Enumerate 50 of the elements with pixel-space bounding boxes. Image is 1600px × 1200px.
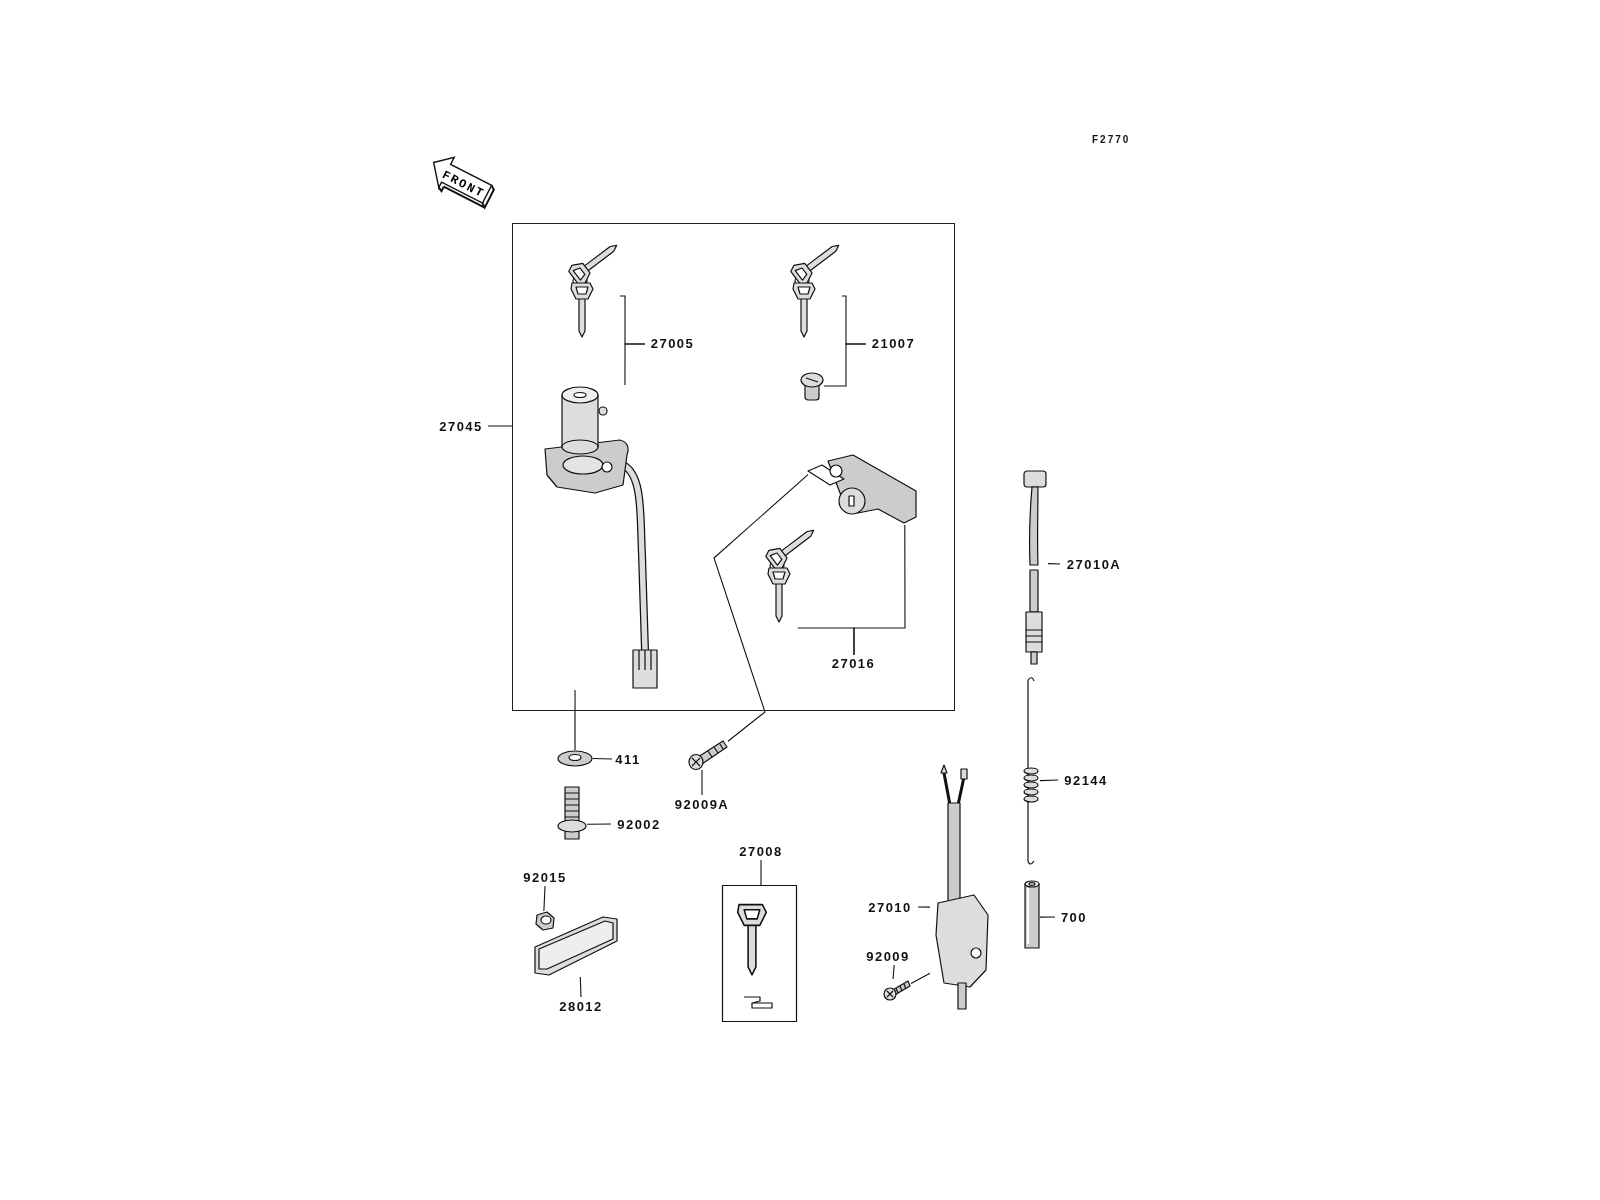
seat-lock-drawing: [807, 452, 918, 525]
leader-line: [760, 859, 762, 886]
plate-drawing: [533, 915, 619, 977]
leader-line: [1039, 916, 1056, 918]
screw-drawing: [883, 979, 911, 1001]
leader-line: [487, 425, 513, 427]
part-number: 27045: [434, 417, 488, 435]
leader-line: [586, 823, 612, 825]
part-number: 28012: [553, 997, 609, 1015]
leader-line: [574, 689, 576, 751]
part-number: 92009A: [668, 795, 736, 813]
lock-cylinder-drawing: [799, 369, 824, 402]
leader-line: [713, 474, 809, 742]
leader-line: [853, 524, 906, 656]
leader-line: [823, 343, 867, 387]
part-number: 27008: [733, 842, 789, 860]
part-number: 411: [612, 750, 644, 768]
part-number: 27010A: [1060, 555, 1128, 573]
leader-line: [917, 906, 931, 908]
leader-line: [624, 343, 646, 386]
leader-line: [579, 976, 582, 998]
leader-line: [910, 972, 931, 984]
leader-line: [543, 885, 546, 912]
screw-drawing: [688, 738, 728, 770]
part-number: 92002: [611, 815, 667, 833]
sensor-drawing: [1020, 470, 1048, 665]
leader-line: [592, 757, 613, 760]
part-number: 92015: [517, 868, 573, 886]
bolt-drawing: [557, 785, 587, 841]
part-number: 92009: [860, 947, 916, 965]
part-number: 27010: [862, 898, 918, 916]
leader-line: [1047, 563, 1061, 565]
part-number: 700: [1055, 908, 1093, 926]
diagram-code: F2770: [1092, 134, 1131, 145]
leader-line: [701, 769, 703, 796]
kit-frame: [512, 223, 955, 711]
leader-line: [1039, 779, 1059, 782]
key-set-drawing: [789, 242, 842, 340]
part-number: 27005: [644, 334, 701, 353]
nut-drawing: [534, 911, 556, 931]
ignition-switch-drawing: [544, 384, 655, 690]
key-set-drawing: [567, 242, 620, 340]
rod-spring-drawing: [1022, 675, 1040, 867]
part-number: 21007: [865, 334, 922, 353]
key-card-drawing: [722, 885, 797, 1022]
washer-drawing: [557, 750, 593, 767]
tube-drawing: [1024, 880, 1040, 950]
leader-line: [892, 964, 895, 980]
part-number: 92144: [1058, 771, 1114, 789]
part-number: 27016: [825, 654, 882, 673]
